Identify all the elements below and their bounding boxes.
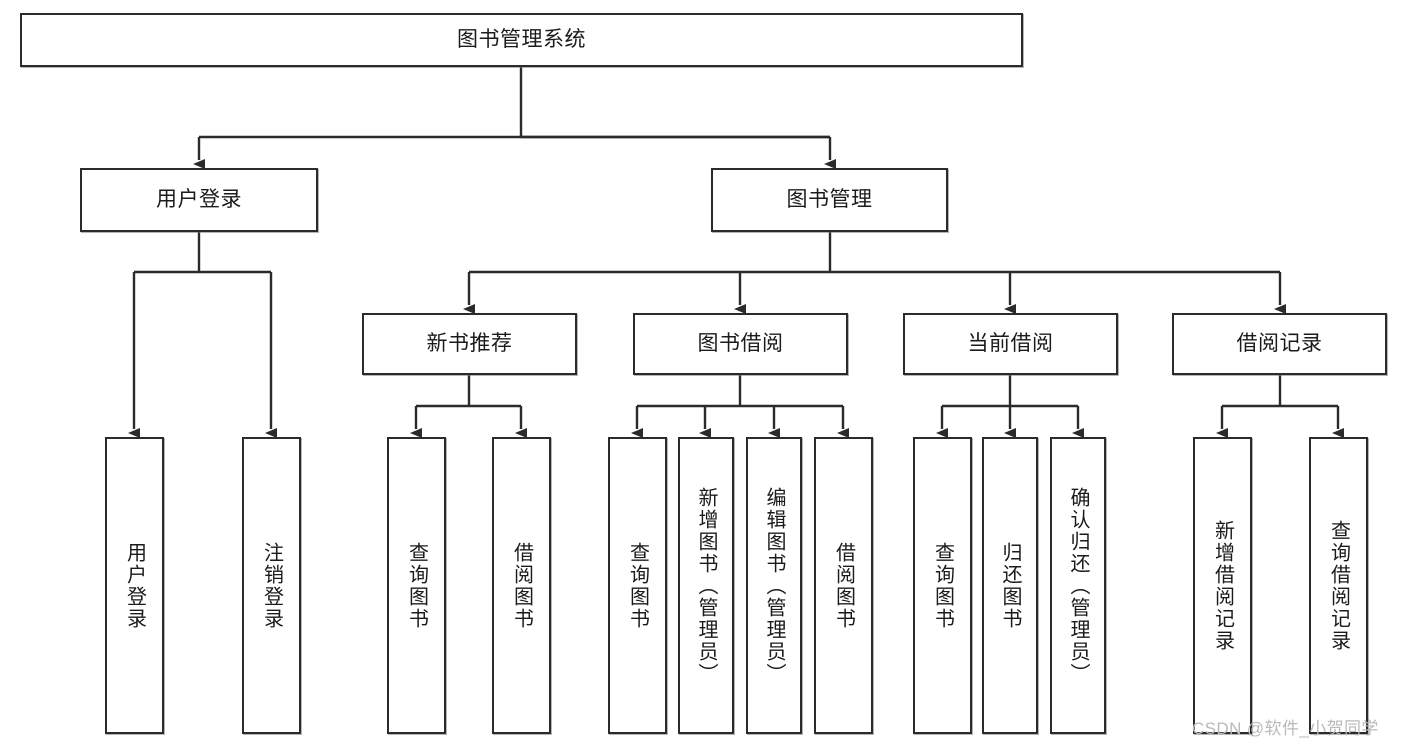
leaf-logout-login-label: 注销登录 <box>260 541 283 630</box>
node-new-book-recommend[interactable]: 新书推荐 <box>362 313 577 375</box>
leaf-borrow-add-book-admin[interactable]: 新增图书（管理员） <box>678 437 734 734</box>
leaf-current-query-books[interactable]: 查询图书 <box>913 437 972 734</box>
node-book-management[interactable]: 图书管理 <box>711 168 948 232</box>
leaf-borrow-borrow-books-label: 借阅图书 <box>832 541 855 630</box>
node-book-management-label: 图书管理 <box>786 188 873 212</box>
leaf-borrow-query-books-label: 查询图书 <box>626 541 649 630</box>
node-root[interactable]: 图书管理系统 <box>20 13 1023 67</box>
leaf-borrow-edit-book-admin[interactable]: 编辑图书（管理员） <box>746 437 802 734</box>
node-current-borrow-label: 当前借阅 <box>967 332 1054 356</box>
leaf-current-return-books-label: 归还图书 <box>999 541 1021 630</box>
leaf-borrow-borrow-books[interactable]: 借阅图书 <box>814 437 873 734</box>
leaf-newbook-borrow-books-label: 借阅图书 <box>510 541 533 630</box>
leaf-current-confirm-return-admin-label: 确认归还（管理员） <box>1067 486 1089 685</box>
leaf-user-login[interactable]: 用户登录 <box>105 437 164 734</box>
node-root-label: 图书管理系统 <box>457 28 586 52</box>
leaf-borrow-edit-book-admin-label: 编辑图书（管理员） <box>763 486 785 685</box>
leaf-current-confirm-return-admin[interactable]: 确认归还（管理员） <box>1050 437 1106 734</box>
leaf-user-login-label: 用户登录 <box>123 541 146 630</box>
node-user-login-label: 用户登录 <box>156 188 242 212</box>
node-new-book-recommend-label: 新书推荐 <box>426 332 513 356</box>
node-borrow-records[interactable]: 借阅记录 <box>1172 313 1387 375</box>
node-current-borrow[interactable]: 当前借阅 <box>903 313 1118 375</box>
leaf-records-query-record[interactable]: 查询借阅记录 <box>1309 437 1368 734</box>
leaf-newbook-query-books-label: 查询图书 <box>405 541 428 630</box>
leaf-records-query-record-label: 查询借阅记录 <box>1327 519 1350 652</box>
leaf-current-query-books-label: 查询图书 <box>931 541 954 630</box>
node-book-borrow-label: 图书借阅 <box>697 332 784 356</box>
leaf-records-add-record-label: 新增借阅记录 <box>1211 519 1234 652</box>
leaf-newbook-borrow-books[interactable]: 借阅图书 <box>492 437 551 734</box>
leaf-records-add-record[interactable]: 新增借阅记录 <box>1193 437 1252 734</box>
leaf-logout-login[interactable]: 注销登录 <box>242 437 301 734</box>
node-book-borrow[interactable]: 图书借阅 <box>633 313 848 375</box>
leaf-current-return-books[interactable]: 归还图书 <box>982 437 1038 734</box>
leaf-borrow-query-books[interactable]: 查询图书 <box>608 437 667 734</box>
node-user-login[interactable]: 用户登录 <box>80 168 318 232</box>
leaf-newbook-query-books[interactable]: 查询图书 <box>387 437 446 734</box>
leaf-borrow-add-book-admin-label: 新增图书（管理员） <box>695 486 717 685</box>
node-borrow-records-label: 借阅记录 <box>1236 332 1323 356</box>
